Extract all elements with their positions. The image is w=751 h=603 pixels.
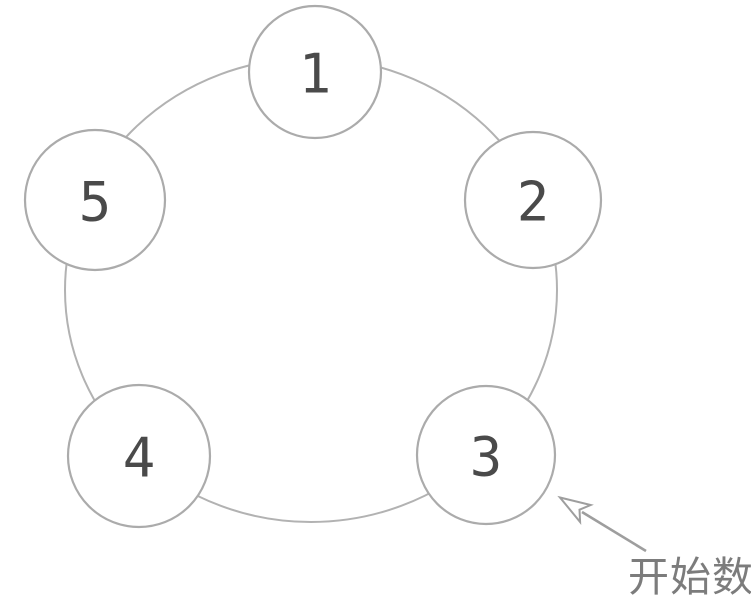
nodes-group: 1 2 3 4 5 bbox=[23, 4, 603, 529]
node-label-3: 3 bbox=[470, 426, 503, 489]
node-circle-3 bbox=[415, 384, 557, 526]
arrow-shaft-line bbox=[581, 510, 647, 553]
node-circle-4 bbox=[66, 383, 212, 529]
node-circle-1 bbox=[247, 4, 383, 140]
node-label-4: 4 bbox=[123, 427, 156, 490]
annotation-label: 开始数 bbox=[628, 554, 751, 600]
node-circle-5 bbox=[23, 128, 167, 272]
node-label-5: 5 bbox=[79, 171, 112, 234]
node-label-1: 1 bbox=[299, 43, 332, 106]
arrow-head-icon bbox=[557, 495, 594, 525]
node-label-2: 2 bbox=[517, 171, 550, 234]
start-arrow bbox=[557, 495, 647, 553]
node-circle-2 bbox=[463, 130, 603, 270]
